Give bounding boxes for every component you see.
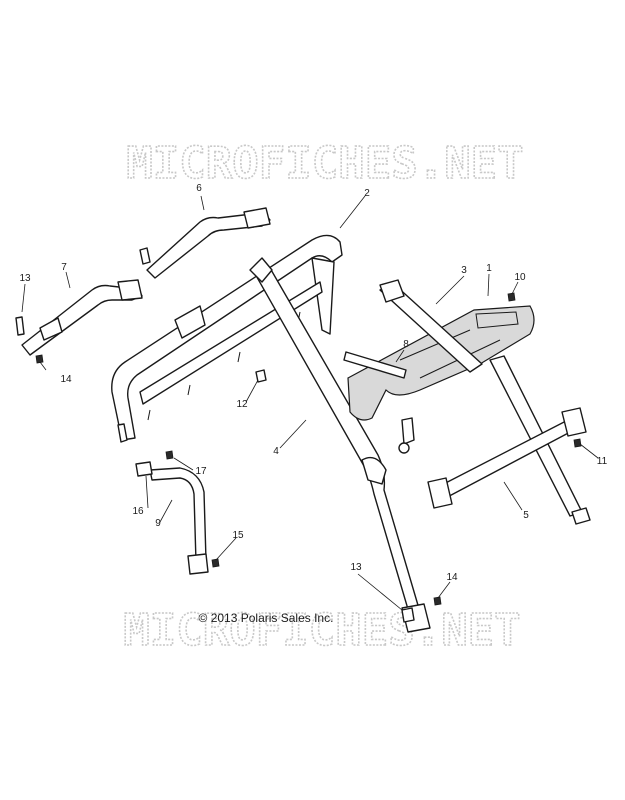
leader-lines	[21, 195, 599, 611]
callout-7: 7	[61, 262, 67, 273]
part-7-brace	[21, 279, 143, 356]
callout-9: 9	[155, 518, 161, 529]
callout-13b: 13	[350, 562, 362, 573]
callout-14a: 14	[60, 374, 72, 385]
part-13a-bolt	[15, 316, 25, 336]
part-17-nut	[165, 450, 174, 460]
callout-11: 11	[597, 456, 608, 467]
callout-16: 16	[132, 506, 144, 517]
callout-2: 2	[364, 188, 370, 199]
callout-13a: 13	[19, 273, 31, 284]
callout-12: 12	[236, 399, 248, 410]
part-8-strut	[343, 351, 415, 454]
callout-labels: 1 2 3 4 5 6 7 8 9 10 11 12 13 13 14 14 1…	[19, 183, 607, 583]
callout-14b: 14	[446, 572, 458, 583]
callout-5: 5	[523, 510, 529, 521]
copyright-text: © 2013 Polaris Sales Inc.	[199, 611, 334, 625]
watermark-top: MICROFICHES.NET	[126, 138, 523, 189]
part-16-bolt	[135, 461, 153, 477]
callout-10: 10	[514, 272, 526, 283]
callout-4: 4	[273, 446, 279, 457]
callout-1: 1	[486, 263, 492, 274]
part-6-brace	[139, 207, 271, 279]
part-14a-nut	[35, 354, 44, 364]
part-11-nut	[573, 438, 582, 448]
part-9-bracket	[149, 467, 209, 575]
callout-8: 8	[403, 339, 409, 350]
part-12-bolt	[255, 369, 267, 383]
watermark-bottom: MICROFICHES.NET	[123, 605, 520, 656]
part-14b-nut	[433, 596, 442, 606]
part-15-nut	[211, 558, 220, 568]
part-4-rear-brace	[249, 257, 431, 633]
callout-15: 15	[232, 530, 244, 541]
callout-6: 6	[196, 183, 202, 194]
part-1-panel	[347, 305, 535, 421]
callout-3: 3	[461, 265, 467, 276]
part-13b-bolt	[401, 607, 415, 623]
part-5-crossbar	[427, 407, 587, 509]
part-10-nut	[507, 292, 516, 302]
callout-17: 17	[195, 466, 207, 477]
